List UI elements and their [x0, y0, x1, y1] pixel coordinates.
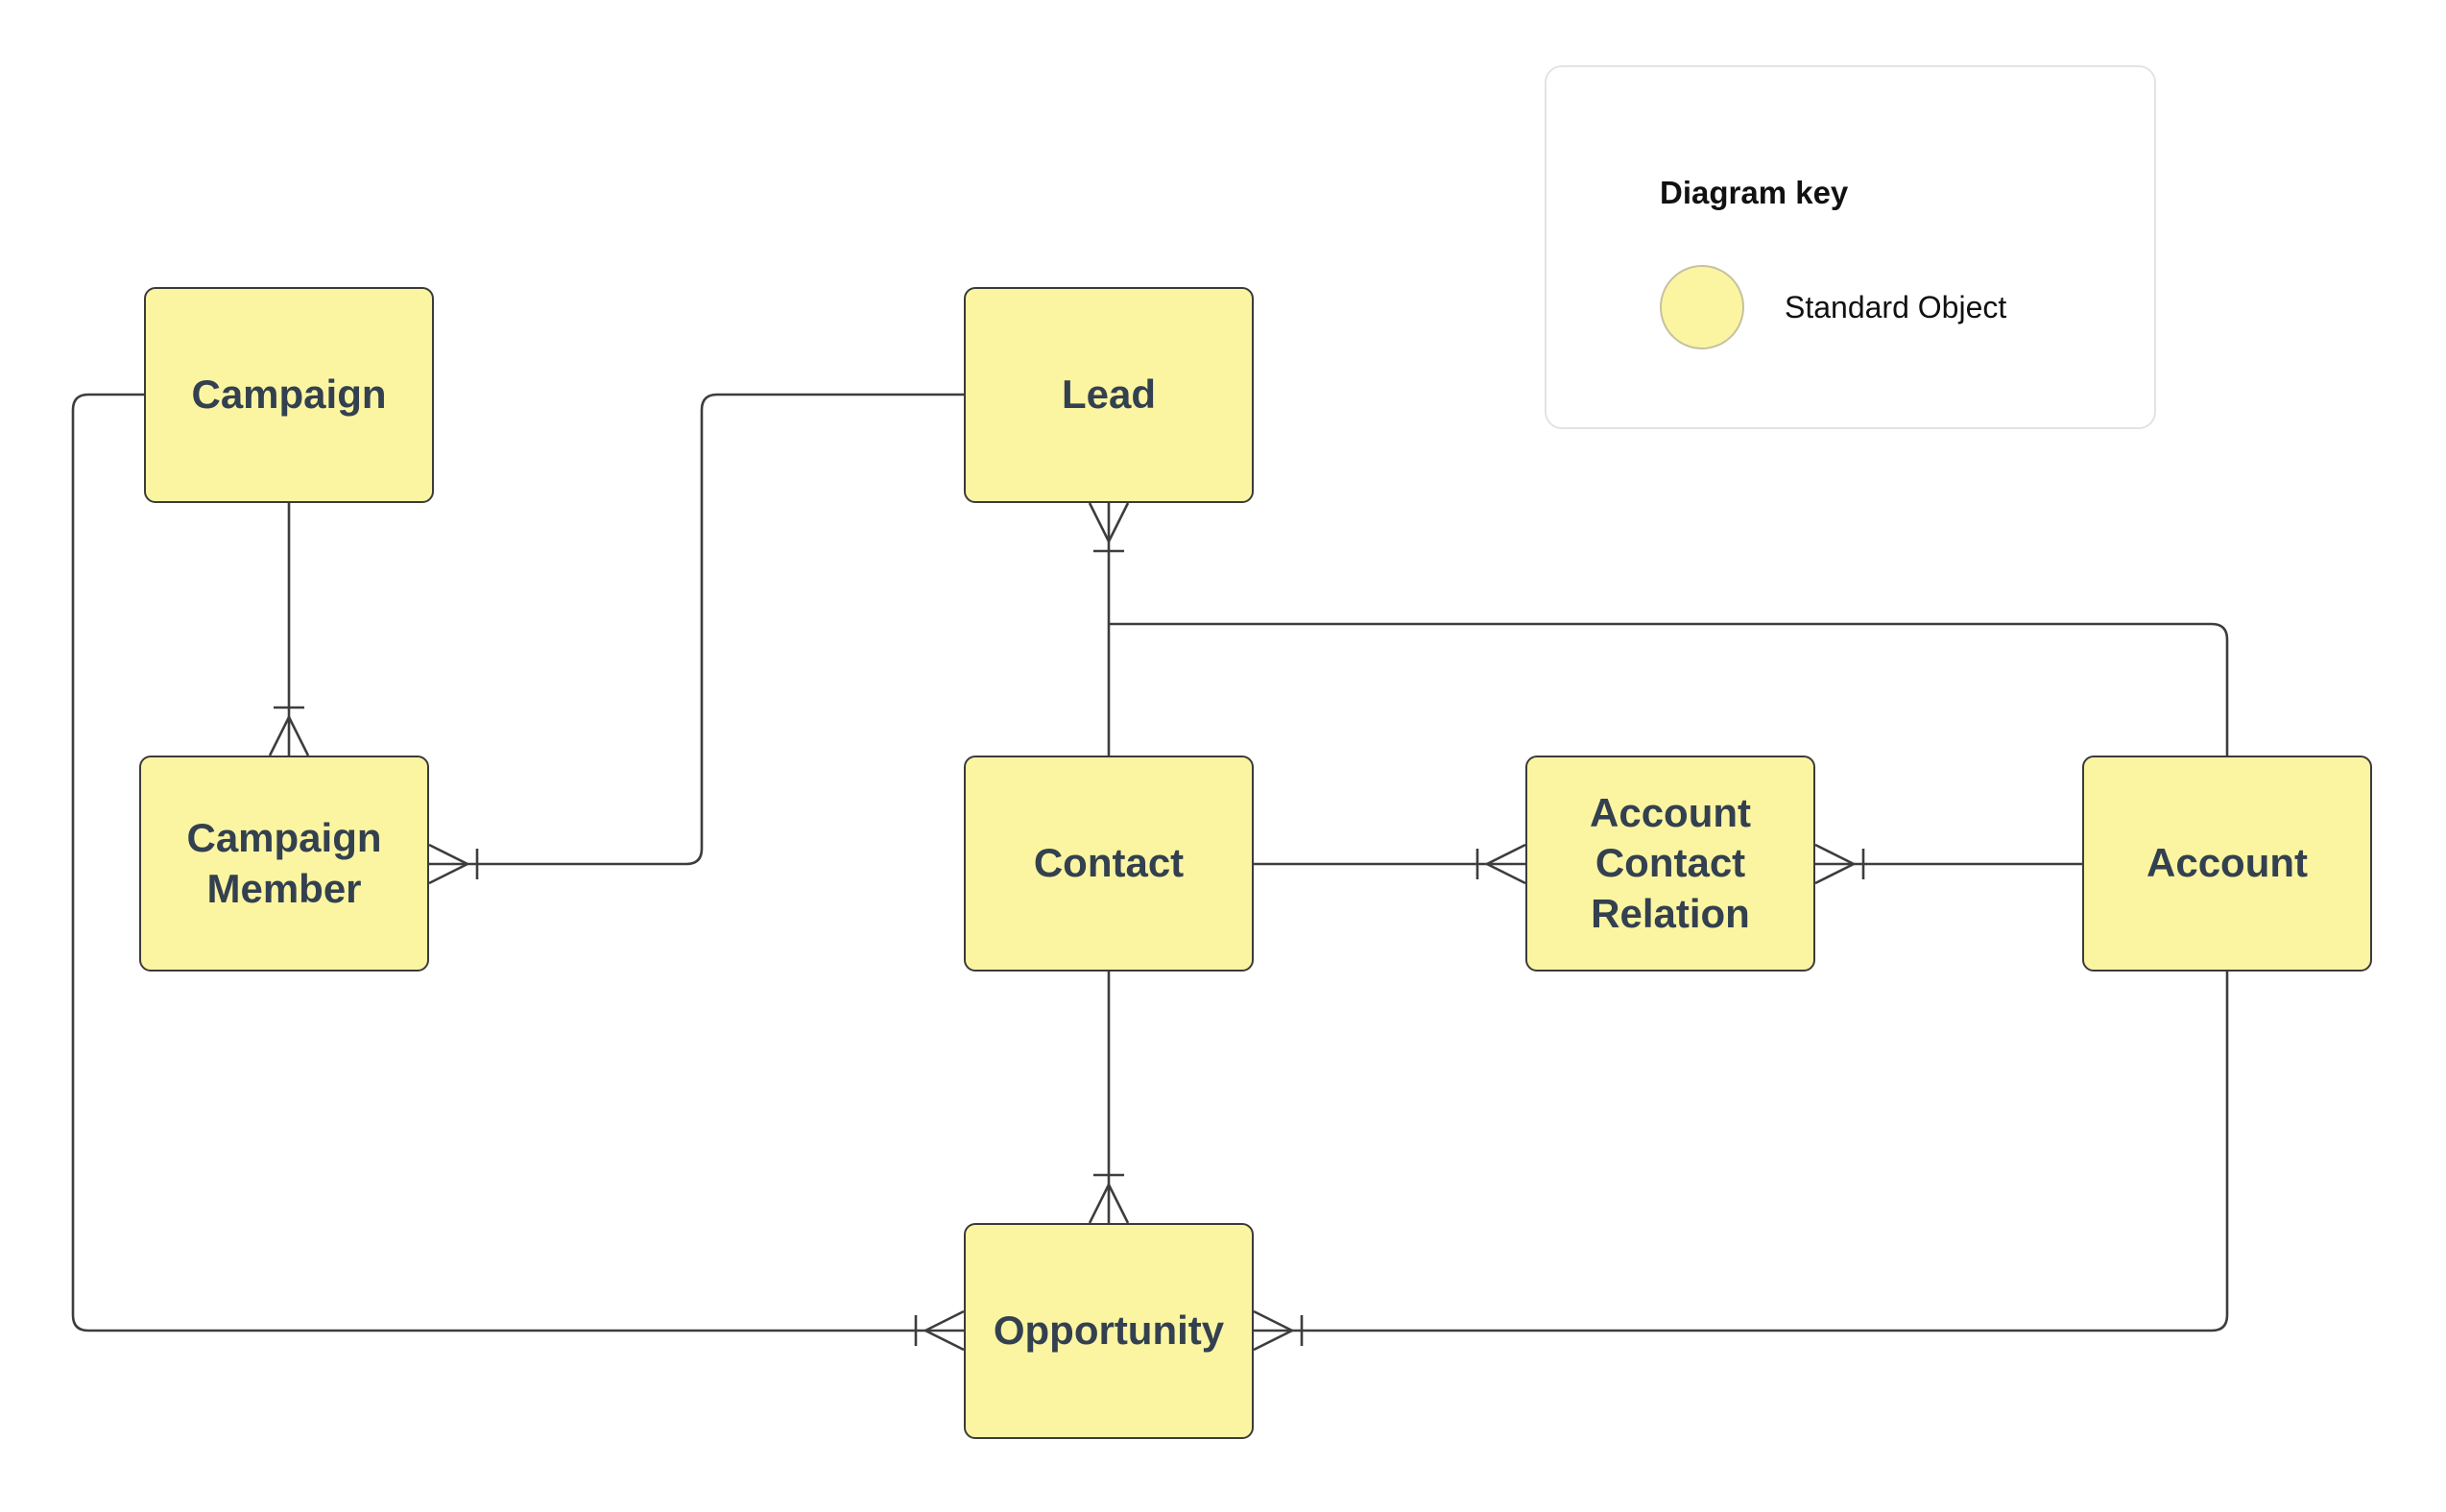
edge-contact-lead-crowsfoot-icon [1088, 502, 1130, 542]
edge-account-account-contact-relation [1814, 843, 2082, 885]
edge-lead-campaign-member-line [429, 393, 964, 866]
edge-lead-campaign-member-crowsfoot-icon [428, 843, 468, 885]
edge-account-acr-crowsfoot-icon [1814, 843, 1855, 885]
node-account-contact-relation[interactable]: Account Contact Relation [1525, 756, 1815, 972]
edge-lead-campaign-member [428, 393, 964, 885]
key-item-label: Standard Object [1785, 289, 2007, 324]
edge-contact-account-contact-relation [1254, 843, 1526, 885]
edge-contact-lead [1088, 502, 1130, 756]
edge-account-lead-line [1109, 622, 2229, 756]
node-contact[interactable]: Contact [964, 756, 1254, 972]
node-account-contact-relation-label: Account Contact Relation [1590, 789, 1751, 936]
edge-account-opportunity-line [1254, 972, 2229, 1332]
diagram-key-panel: Diagram key Standard Object [1545, 65, 2156, 429]
node-account-label: Account [2146, 840, 2308, 886]
edge-account-lead [1109, 622, 2229, 756]
node-campaign-member-label: Campaign Member [186, 815, 382, 911]
node-campaign-label: Campaign [191, 372, 387, 418]
node-account[interactable]: Account [2082, 756, 2372, 972]
edge-contact-opportunity [1088, 972, 1130, 1224]
edge-account-opportunity-crowsfoot-icon [1253, 1309, 1293, 1352]
edge-account-opportunity [1253, 972, 2229, 1352]
diagram-key-title: Diagram key [1660, 175, 1849, 210]
standard-object-swatch-icon [1660, 265, 1744, 349]
edge-campaign-opportunity-crowsfoot-icon [924, 1309, 965, 1352]
edge-campaign-campaign-member [268, 503, 310, 756]
node-opportunity[interactable]: Opportunity [964, 1223, 1254, 1439]
node-contact-label: Contact [1033, 840, 1185, 886]
node-campaign-member[interactable]: Campaign Member [139, 756, 429, 972]
node-lead[interactable]: Lead [964, 287, 1254, 503]
edge-contact-acr-crowsfoot-icon [1486, 843, 1526, 885]
node-opportunity-label: Opportunity [993, 1308, 1225, 1354]
edge-contact-opportunity-crowsfoot-icon [1088, 1184, 1130, 1224]
node-campaign[interactable]: Campaign [144, 287, 434, 503]
key-item-standard-object: Standard Object [1660, 265, 2154, 349]
node-lead-label: Lead [1061, 372, 1157, 418]
edge-campaign-campaign-member-crowsfoot-icon [268, 716, 310, 756]
